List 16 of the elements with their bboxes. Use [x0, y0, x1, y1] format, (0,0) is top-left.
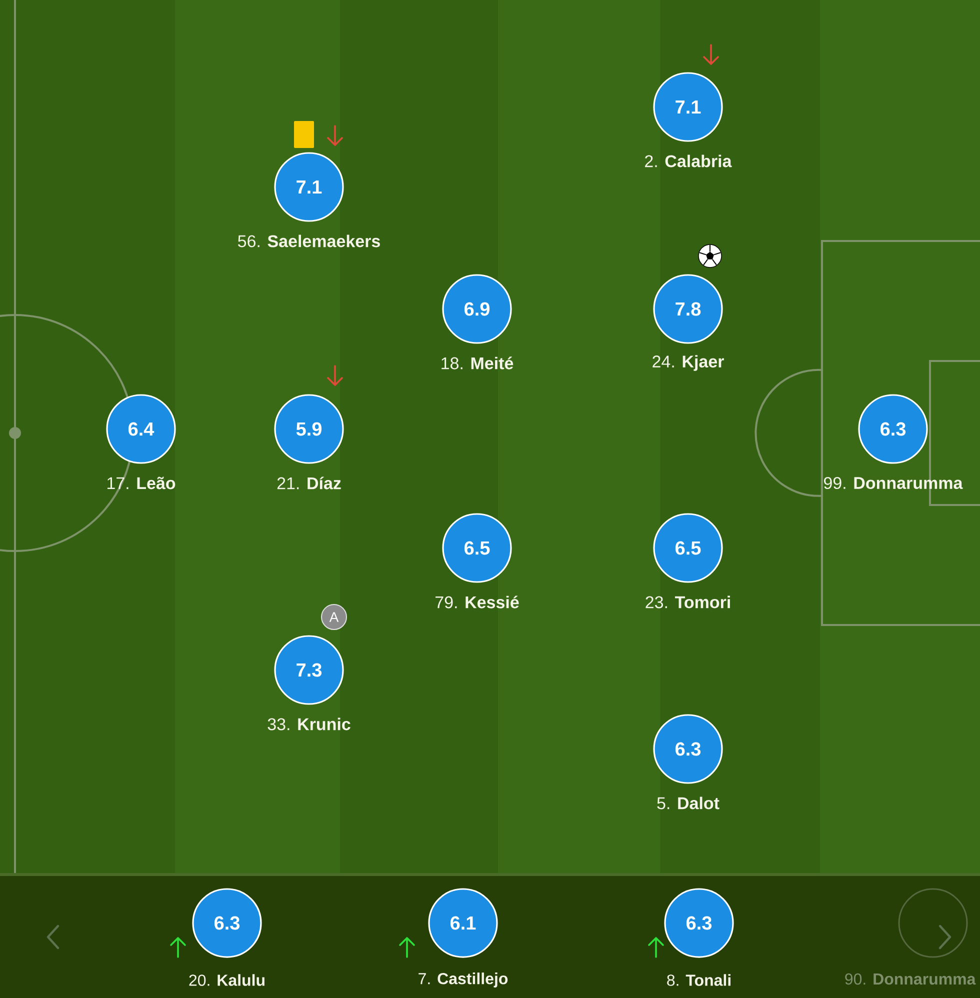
player-name: 56. Saelemaekers: [238, 234, 380, 248]
player-name: 23. Tomori: [646, 596, 730, 608]
player-name: 7. Castillejo: [418, 972, 508, 988]
player-name: 33. Krunic: [268, 718, 350, 730]
player-name: 18. Meité: [442, 356, 514, 370]
player-name: 79. Kessié: [436, 596, 519, 608]
player-name: 5. Dalot: [657, 796, 720, 810]
player-name: 2. Calabria: [645, 154, 732, 168]
player-name: 8. Tonali: [667, 974, 730, 986]
player-name: 21. Díaz: [277, 476, 341, 490]
player-name: 24. Kjaer: [652, 355, 724, 371]
player-name: 20. Kalulu: [189, 974, 264, 986]
captain-badge: A: [321, 604, 347, 630]
player-name: 99. Donnarumma: [824, 476, 963, 490]
player-name: 17. Leão: [108, 476, 176, 490]
player-name: 90. Donnarumma: [845, 973, 976, 985]
